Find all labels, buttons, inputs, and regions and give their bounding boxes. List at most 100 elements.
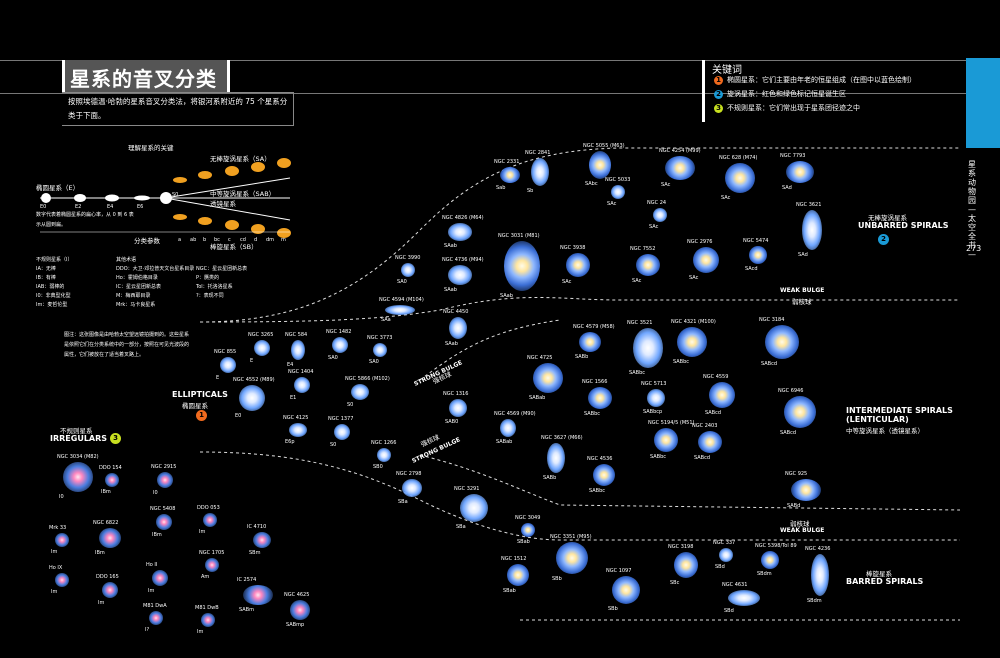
galaxy-image <box>373 343 387 357</box>
galaxy-image <box>55 533 69 547</box>
galaxy-name: NGC 3351 (M95) <box>550 534 592 540</box>
galaxy-type: Im <box>148 588 155 594</box>
galaxy-image <box>449 399 467 417</box>
key-ptick-8: m <box>281 237 286 243</box>
galaxy-image <box>205 558 219 572</box>
legend-terms-1: Ho：霍姆伯格目录 <box>116 275 158 281</box>
header-bar <box>0 60 966 94</box>
galaxy-type: SABbc <box>629 370 646 376</box>
galaxy-image <box>611 185 625 199</box>
galaxy-type: S0 <box>330 442 337 448</box>
galaxy-type: Sab <box>496 185 506 191</box>
galaxy-image <box>784 396 816 428</box>
galaxy-type: IBm <box>152 532 162 538</box>
galaxy-name: NGC 3990 <box>395 255 421 261</box>
key-param-label: 分类参数 <box>134 237 160 245</box>
galaxy-image <box>765 325 799 359</box>
galaxy-type: SAc <box>562 279 572 285</box>
galaxy-image <box>791 479 821 501</box>
galaxy-type: SAd <box>782 185 792 191</box>
number-badge-icon: 1 <box>714 76 723 85</box>
galaxy-name: DDO 154 <box>99 465 122 471</box>
galaxy-type: SBa <box>398 499 408 505</box>
galaxy-image <box>385 305 415 315</box>
galaxy-type: SAc <box>689 275 699 281</box>
galaxy-image <box>507 564 529 586</box>
galaxy-type: SABbc <box>584 411 601 417</box>
galaxy-type: SBa <box>456 524 466 530</box>
galaxy-name: NGC 5055 (M63) <box>583 143 625 149</box>
galaxy-image <box>63 462 93 492</box>
galaxy-name: NGC 3049 <box>515 515 541 521</box>
key-etick-3: E6 <box>137 204 144 210</box>
key-etick-2: E4 <box>107 204 114 210</box>
legend-irregular-2: IAB：弱棒的 <box>36 284 65 290</box>
galaxy-type: SABd <box>787 503 801 509</box>
galaxy-image <box>547 443 565 473</box>
galaxy-name: Mrk 33 <box>49 525 67 531</box>
page-number: 273 <box>966 244 982 253</box>
galaxy-type: SABb <box>575 354 589 360</box>
galaxy-image <box>728 590 760 606</box>
galaxy-name: NGC 1512 <box>501 556 527 562</box>
galaxy-name: NGC 3184 <box>759 317 785 323</box>
galaxy-type: Sb <box>527 188 534 194</box>
galaxy-image <box>647 389 665 407</box>
galaxy-name: Ho IX <box>49 565 63 571</box>
galaxy-name: NGC 4236 <box>805 546 831 552</box>
galaxy-name: NGC 5194/5 (M51) <box>648 420 695 426</box>
galaxy-type: SABbcp <box>643 409 663 415</box>
galaxy-image <box>460 494 488 522</box>
galaxy-type: SBab <box>503 588 516 594</box>
galaxy-type: SABcd <box>705 410 722 416</box>
galaxy-name: IC 2574 <box>237 577 257 583</box>
galaxy-name: NGC 4321 (M100) <box>671 319 716 325</box>
legend-terms-title: 其他术语 <box>116 257 137 263</box>
galaxy-type: SAB0 <box>445 419 459 425</box>
side-tab <box>966 58 1000 148</box>
galaxy-type: SAab <box>444 287 457 293</box>
galaxy-name: NGC 2915 <box>151 464 177 470</box>
galaxy-name: IC 4710 <box>247 524 267 530</box>
galaxy-image <box>593 464 615 486</box>
galaxy-type: SAc <box>607 201 617 207</box>
galaxy-image <box>693 247 719 273</box>
legend-irregular-4: Im：麦哲伦型 <box>36 302 68 308</box>
branch-line-intermediate-bottom <box>419 454 961 511</box>
galaxy-image <box>152 570 168 586</box>
galaxy-name: NGC 7793 <box>780 153 806 159</box>
key-sb-label: 棒旋星系（SB） <box>210 243 258 251</box>
galaxy-image <box>636 254 660 276</box>
galaxy-image <box>156 514 172 530</box>
galaxy-name: NGC 4254 (M99) <box>659 148 701 154</box>
legend-other-1: P：赝类的 <box>196 275 220 281</box>
irregular-badge-icon: 3 <box>110 433 121 444</box>
number-badge-icon: 3 <box>714 104 723 113</box>
galaxy-name: NGC 3773 <box>367 335 393 341</box>
key-diagram <box>40 158 291 238</box>
galaxy-image <box>709 382 735 408</box>
galaxy-name: NGC 2331 <box>494 159 520 165</box>
keyword-text: 旋涡星系：红色和绿色标记恒星诞生区 <box>727 90 846 98</box>
elliptical-label-cn: 椭圆星系 <box>182 402 208 410</box>
galaxy-type: E <box>216 375 220 381</box>
galaxy-name: NGC 2798 <box>396 471 422 477</box>
galaxy-image <box>99 528 121 548</box>
galaxy-name: NGC 3198 <box>668 544 694 550</box>
elliptical-badge-icon: 1 <box>196 410 207 421</box>
galaxy-name: NGC 5713 <box>641 381 667 387</box>
galaxy-name: M81 DwB <box>195 605 219 611</box>
galaxy-type: SA0 <box>328 355 338 361</box>
branch-line-unbarred-bottom <box>199 297 960 323</box>
galaxy-image <box>761 551 779 569</box>
galaxy-image <box>786 161 814 183</box>
galaxy-name: NGC 3031 (M81) <box>498 233 540 239</box>
key-elliptical-label: 椭圆星系（E） <box>36 184 80 192</box>
galaxy-image <box>448 265 472 285</box>
galaxy-name: NGC 5398/Tol 89 <box>755 543 797 549</box>
galaxy-image <box>102 582 118 598</box>
galaxy-type: SA0 <box>369 359 379 365</box>
